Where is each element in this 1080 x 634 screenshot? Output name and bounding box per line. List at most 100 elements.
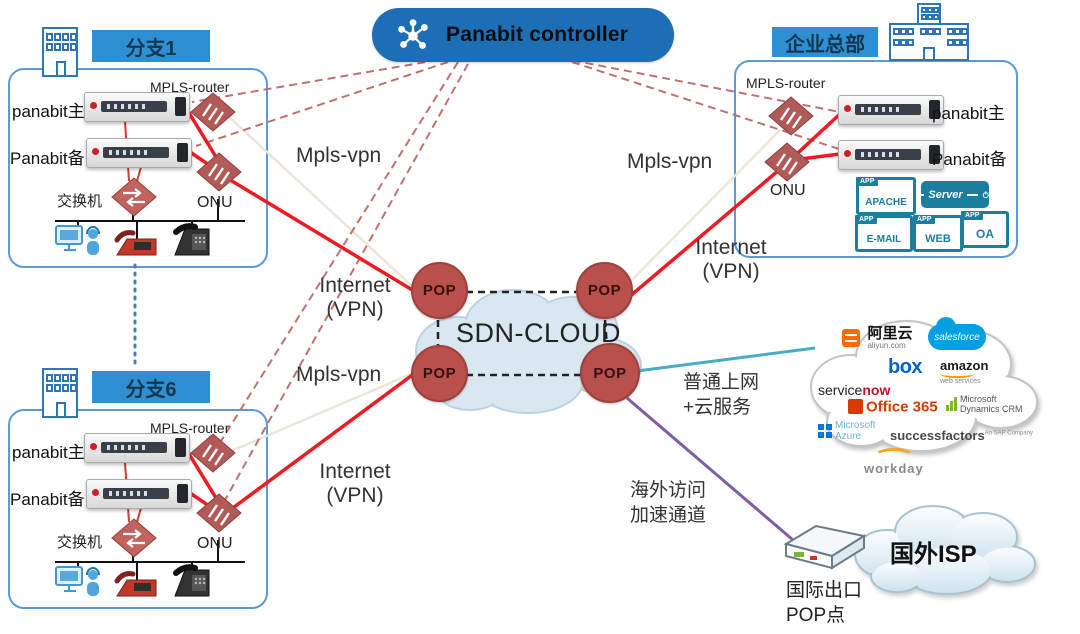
branch6-title: 分支6 [92, 371, 210, 403]
hq-onu-label: ONU [770, 182, 806, 199]
workday-label: workday [864, 461, 924, 476]
azure-label: Azure [835, 431, 862, 442]
branch1-onu-icon [196, 152, 242, 192]
oa-label: OA [976, 227, 994, 241]
overseas-line1: 海外访问 [630, 480, 707, 501]
branch6-switch-icon [111, 518, 157, 558]
cloud-services-group: 阿里云 aliyun.com salesforce box amazon web… [806, 302, 1044, 475]
pop-node-bottom-left: POP [411, 345, 468, 402]
hq-panabit-primary-appliance [838, 95, 944, 125]
branch1-mpls-router-label: MPLS-router [150, 79, 230, 95]
panabit-controller-node: Panabit controller [372, 8, 674, 62]
office365-label: Office 365 [866, 398, 938, 416]
email-label: E-MAIL [866, 234, 902, 245]
amazon-logo: amazon web services [940, 358, 989, 385]
branch1-panabit-primary-label: panabit主 [12, 102, 85, 121]
internet-vpn-label-right: Internet (VPN) [688, 236, 774, 284]
branch6-title-label: 分支6 [125, 378, 177, 401]
servicenow-suffix: now [862, 382, 891, 398]
power-icon [982, 191, 989, 199]
hq-mpls-router-icon [768, 96, 814, 136]
hq-panabit-backup-appliance [838, 140, 944, 170]
intl-gateway-label: 国际出口 POP点 [786, 578, 862, 628]
hq-title: 企业总部 [772, 27, 878, 57]
app-badge: APP [913, 215, 936, 224]
workday-logo: workday [864, 448, 924, 476]
branch1-pc-icon [55, 225, 100, 255]
branch6-panabit-primary-label: panabit主 [12, 443, 85, 462]
branch6-panabit-backup-appliance [86, 479, 192, 509]
amazon-label: amazon [940, 358, 989, 373]
hq-app-oa: APP OA [961, 211, 1009, 248]
intl-gateway-device-icon [783, 524, 867, 570]
branch6-mpls-router-label: MPLS-router [150, 420, 230, 436]
branch6-panabit-backup-label: Panabit备 [10, 490, 85, 509]
app-badge: APP [961, 211, 984, 220]
branch1-panabit-backup-label: Panabit备 [10, 149, 85, 168]
amazon-smile-icon [940, 370, 974, 378]
successfactors-label: successfactors [890, 428, 985, 443]
dynamics-bars-icon [946, 397, 957, 411]
internet-line2: (VPN) [326, 484, 384, 507]
sdn-cloud-title: SDN-CLOUD [456, 318, 622, 348]
mpls-vpn-label-bottom: Mpls-vpn [296, 363, 382, 386]
web-label: WEB [925, 233, 951, 245]
branch6-panabit-primary-appliance [84, 433, 190, 463]
hq-building-icon [889, 3, 969, 61]
branch1-mpls-router-icon [190, 92, 236, 132]
dynamics-brand: Microsoft [960, 394, 997, 404]
overseas-line2: 加速通道 [630, 505, 707, 526]
branch6-mpls-router-icon [190, 433, 236, 473]
public-internet-label: 普通上网 +云服务 [683, 370, 759, 420]
overseas-isp-label: 国外ISP [890, 541, 977, 568]
aliyun-label: 阿里云 [867, 325, 913, 342]
office365-icon [848, 399, 863, 415]
server-label: Server [928, 188, 963, 201]
pop-label: POP [422, 282, 457, 299]
internet-line2: (VPN) [702, 260, 760, 283]
branch1-switch-icon [111, 177, 157, 217]
pop-label: POP [593, 364, 627, 382]
internet-line2: (VPN) [326, 298, 384, 321]
hq-app-server: Server [921, 181, 989, 208]
branch6-switch-label: 交换机 [57, 534, 103, 551]
public-line2: +云服务 [683, 397, 752, 418]
aliyun-logo: 阿里云 aliyun.com [842, 326, 912, 350]
pop-mesh-links [436, 290, 609, 377]
hq-onu-icon [764, 142, 810, 182]
microsoft-window-icon [818, 424, 832, 438]
servicenow-prefix: service [818, 382, 863, 398]
branch6-pc-icon [55, 566, 100, 596]
internet-line1: Internet [319, 460, 391, 483]
gateway-line1: 国际出口 [786, 580, 863, 601]
branch1-title: 分支1 [92, 30, 210, 62]
app-badge: APP [856, 177, 879, 186]
mpls-vpn-label-left: Mpls-vpn [296, 144, 382, 167]
branch1-panabit-primary-appliance [84, 92, 190, 122]
pop-label: POP [587, 282, 622, 299]
public-line1: 普通上网 [683, 372, 760, 393]
gateway-line2: POP点 [786, 605, 846, 626]
salesforce-logo: salesforce [928, 317, 986, 350]
mpls-vpn-label-right: Mpls-vpn [627, 150, 713, 173]
internet-vpn-label-bottom: Internet (VPN) [312, 460, 398, 508]
branch1-building-icon [42, 27, 78, 77]
aliyun-domain: aliyun.com [867, 341, 906, 350]
app-badge: APP [855, 215, 878, 224]
branch6-onu-label: ONU [197, 535, 233, 552]
office365-logo: Office 365 [848, 398, 938, 416]
branch6-red-phone-icon [114, 571, 157, 597]
hq-panabit-primary-label: panabit主 [932, 104, 1005, 123]
hq-app-email: APP E-MAIL [855, 215, 913, 252]
hq-app-web: APP WEB [913, 215, 963, 252]
hq-mpls-router-label: MPLS-router [746, 75, 826, 91]
branch1-title-label: 分支1 [125, 37, 177, 60]
overseas-accel-label: 海外访问 加速通道 [630, 478, 706, 528]
branch6-building-icon [42, 368, 78, 418]
overseas-isp-cloud-shape [854, 505, 1036, 595]
box-logo: box [888, 356, 923, 378]
apache-label: APACHE [865, 197, 907, 208]
dynamics-label: Dynamics CRM [960, 404, 1023, 414]
hub-network-icon [398, 19, 428, 49]
overseas-accel-link [626, 396, 794, 542]
